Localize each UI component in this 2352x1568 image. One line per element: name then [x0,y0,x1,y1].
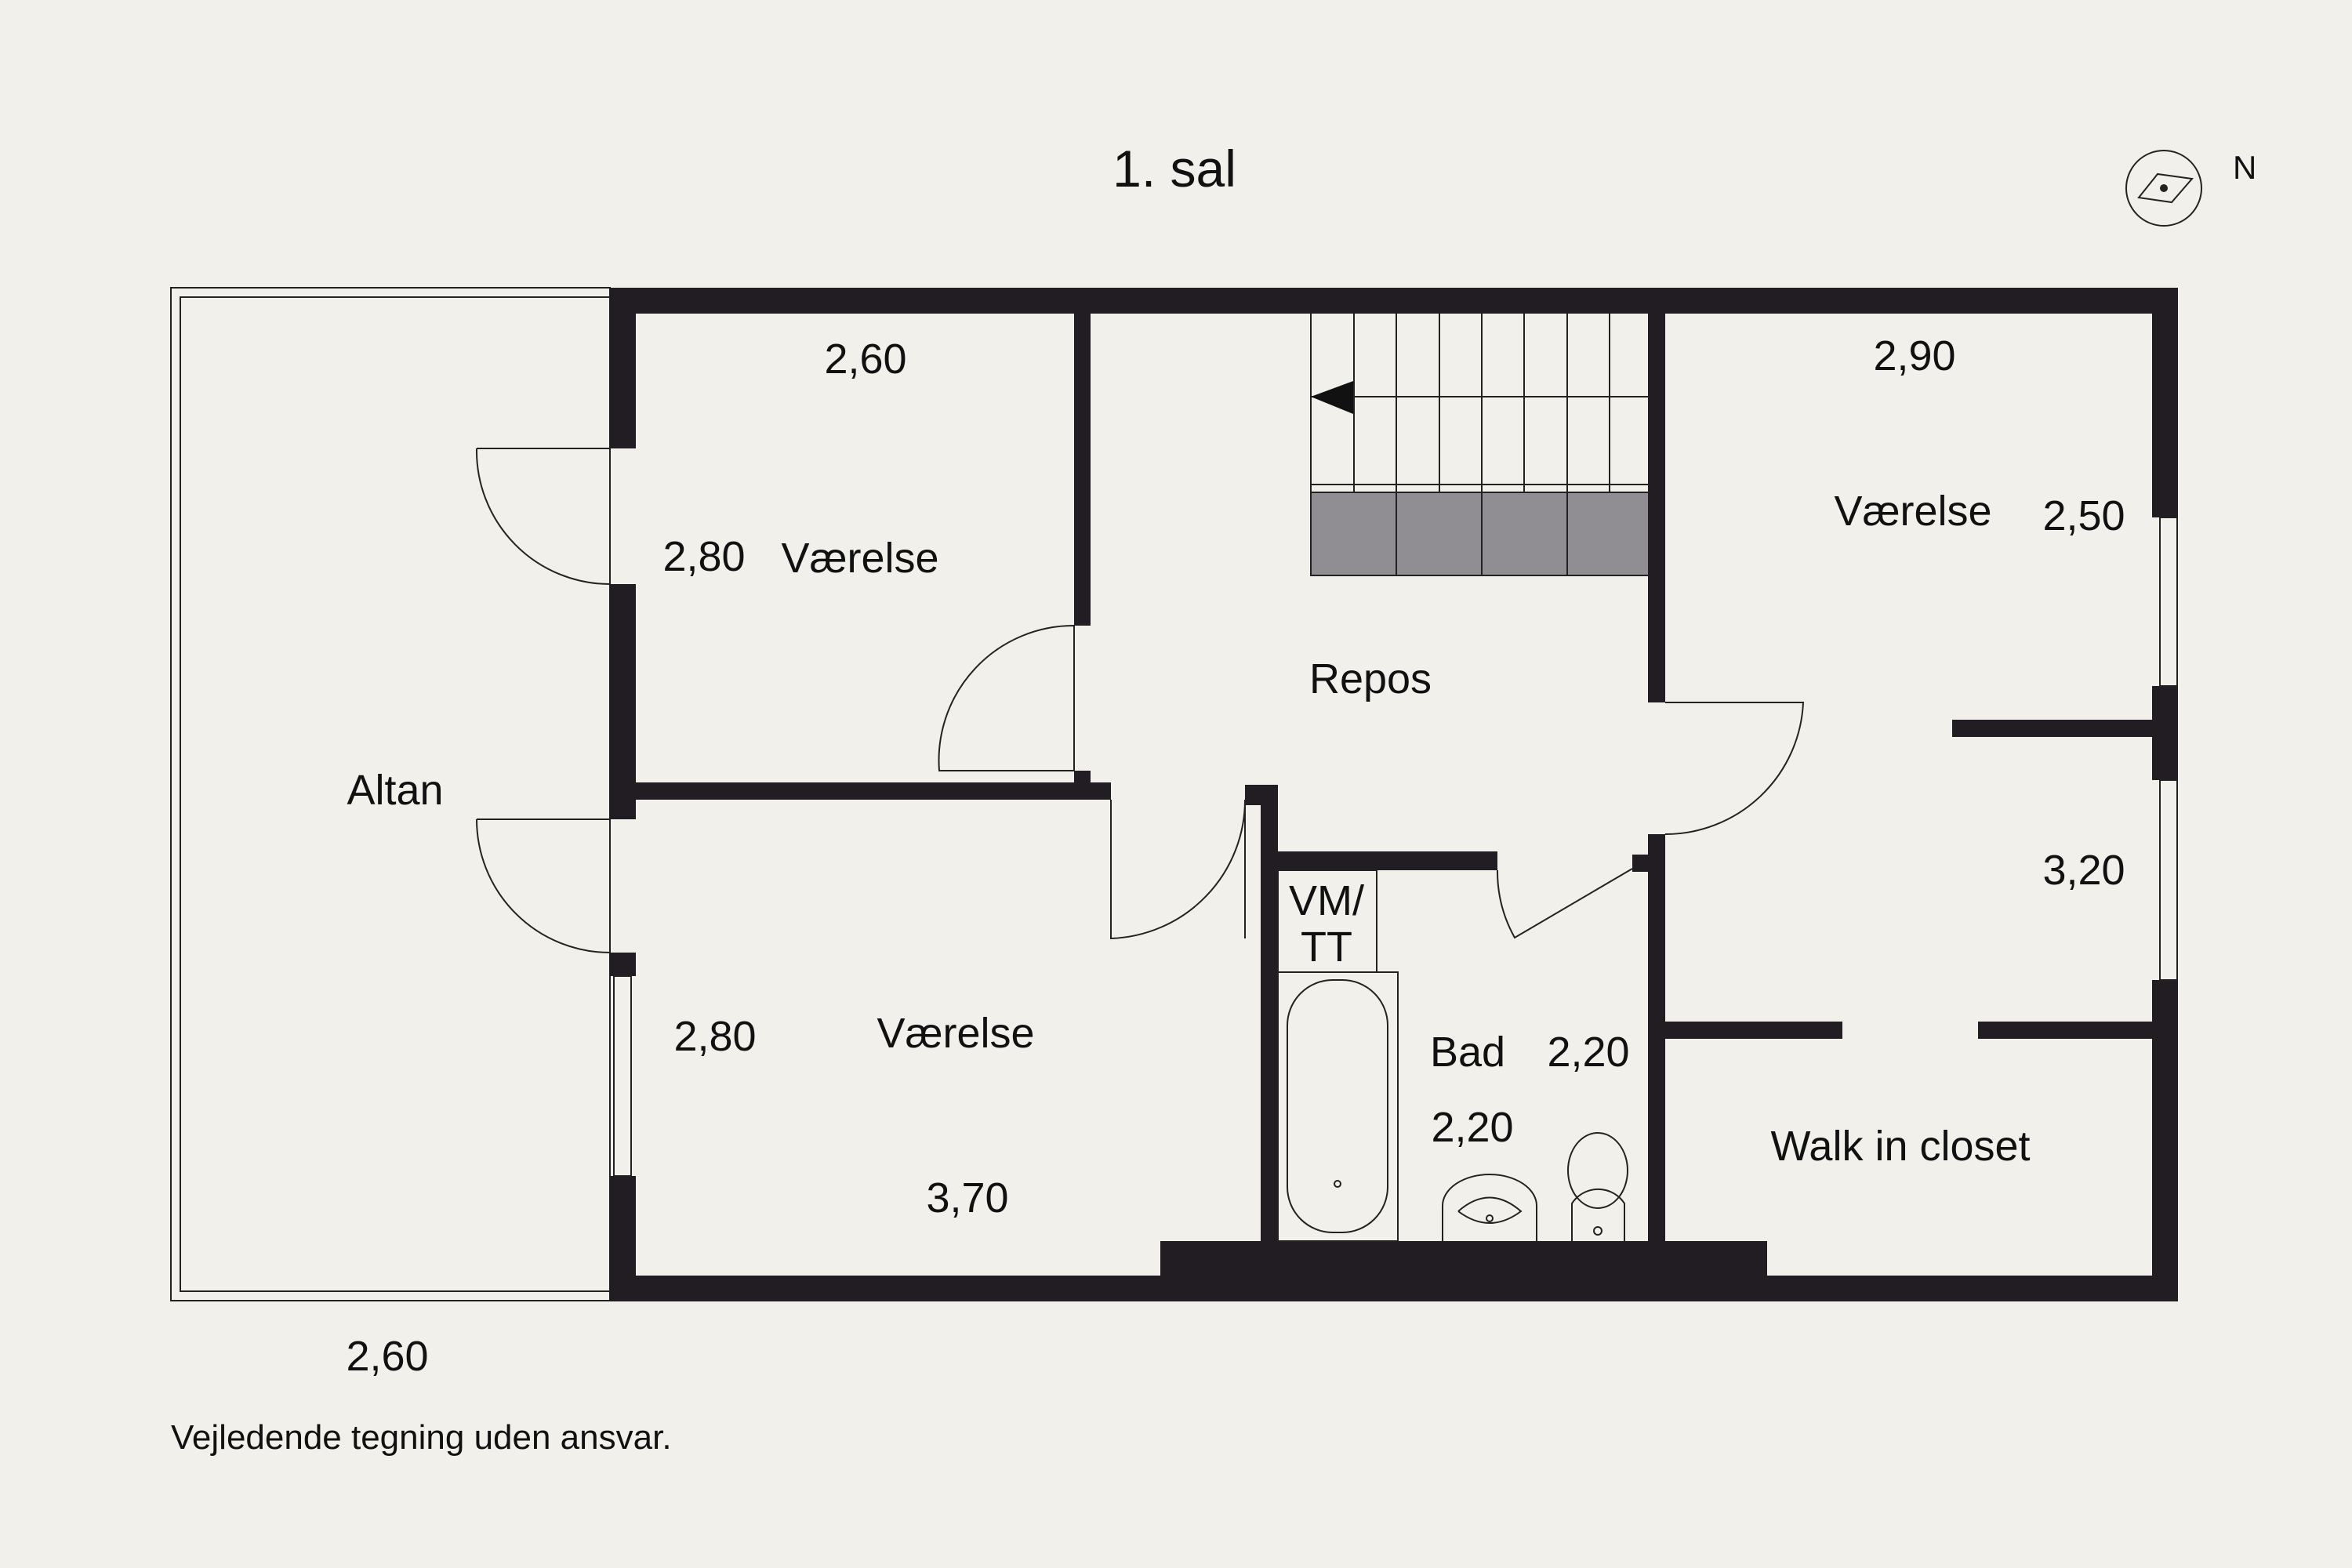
bathtub [1277,971,1399,1242]
toilet [1571,1188,1625,1241]
room-bottom-dim-height: 2,80 [673,1013,756,1060]
room-top-dim-height: 2,80 [662,533,745,580]
walk-in-closet-label: Walk in closet [1770,1123,2030,1170]
room-bottom-dim-width: 3,70 [926,1174,1008,1221]
room-right-dim-height: 2,50 [2042,492,2125,539]
altan-label: Altan [347,767,443,814]
sink [1442,1174,1537,1241]
doors [475,448,1805,954]
room-bottom-label: Værelse [877,1010,1034,1057]
stair-landing [1310,492,1650,576]
door-bottom-room [476,818,611,954]
compass-north-label: N [2233,149,2256,186]
disclaimer-text: Vejledende tegning uden ansvar. [171,1418,672,1457]
bad-label: Bad [1430,1029,1505,1076]
door-repos-bottom [1110,799,1246,940]
bath-fixtures [1277,869,1628,1242]
room-right-dim-width: 2,90 [1873,332,1955,379]
door-top-room [475,448,611,586]
door-bath [1496,868,1633,939]
walls [610,288,2178,1301]
door-repos-left [938,624,1075,771]
vmtt-label-line1: VM/ [1289,877,1364,924]
altan-dim-width: 2,60 [346,1333,428,1380]
bad-dim-height: 2,20 [1547,1029,1629,1076]
door-right-room [1664,702,1805,836]
room-top-label: Værelse [781,535,938,582]
room-right-label: Værelse [1834,488,1991,535]
vmtt-label-line2: TT [1301,924,1352,971]
bad-dim-width: 2,20 [1431,1104,1513,1151]
repos-label: Repos [1309,655,1432,702]
staircase [1310,314,1650,575]
floor-title: 1. sal [1112,140,1236,198]
compass-icon [2125,150,2202,227]
room-right-dim-height-2: 3,20 [2042,847,2125,894]
room-top-dim-width: 2,60 [824,336,906,383]
stair-arrow-icon [1311,381,1353,414]
